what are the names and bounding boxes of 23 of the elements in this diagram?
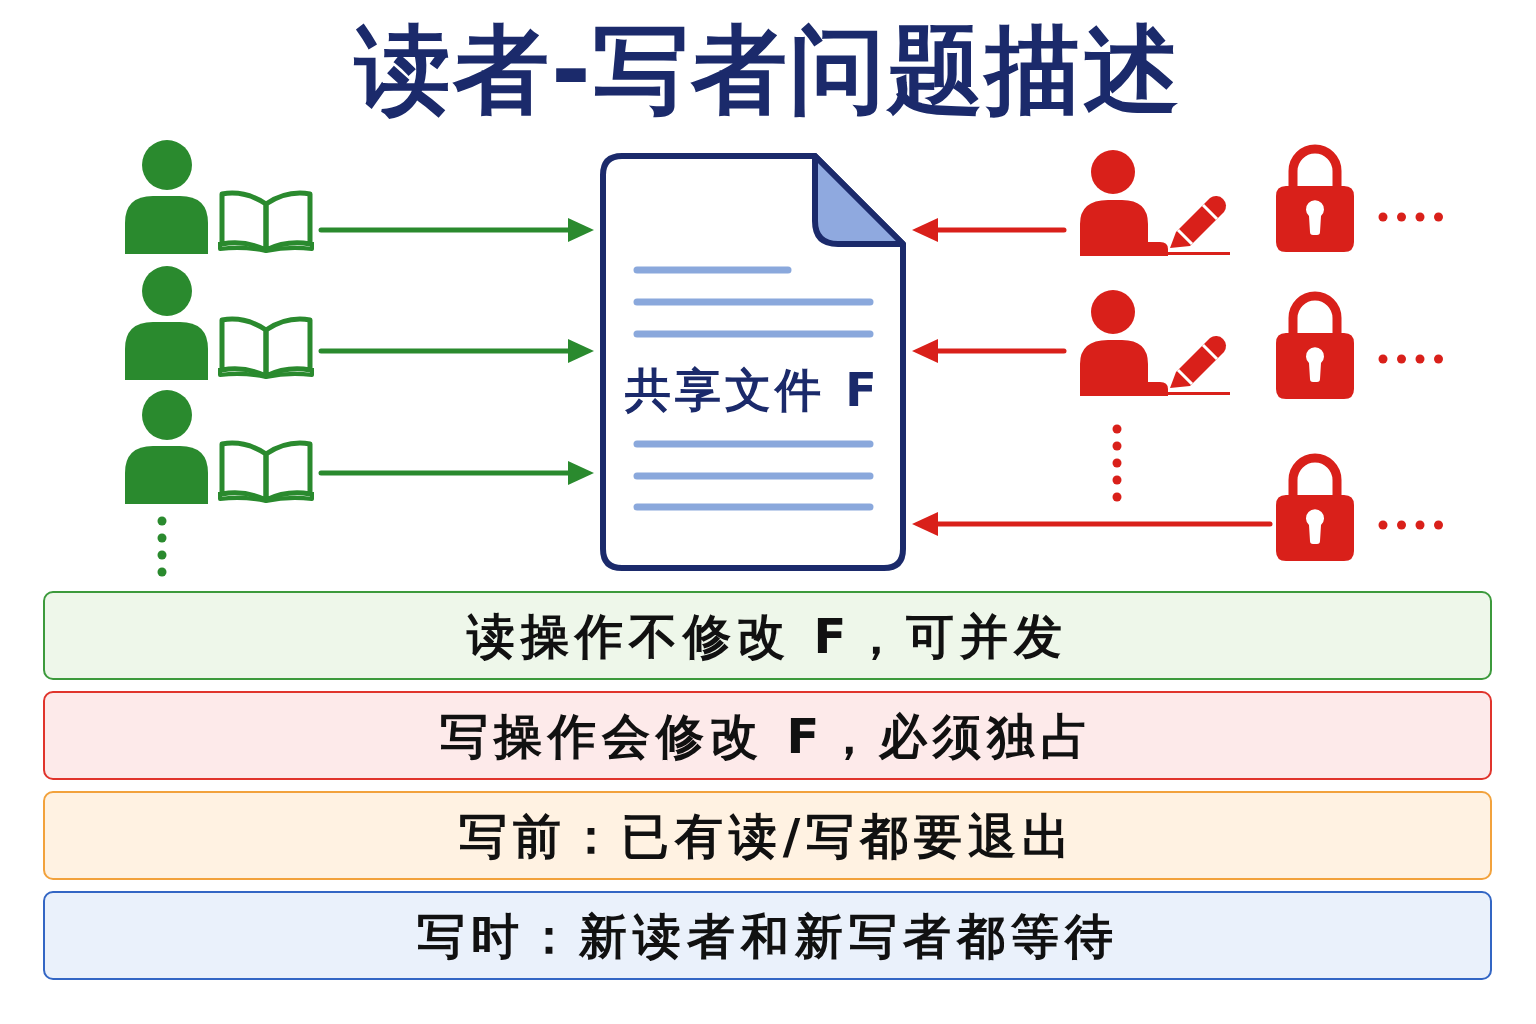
person-with-book-icon (125, 140, 315, 254)
arrow (912, 512, 1273, 536)
rule-text: 写操作会修改 F，必须独占 (439, 706, 1096, 765)
arrow (318, 461, 594, 485)
rule-text: 写前：已有读/写都要退出 (458, 806, 1077, 865)
title: 读者-写者问题描述 (355, 14, 1181, 126)
document-label: 共享文件 F (625, 362, 881, 418)
document-shape (600, 153, 906, 571)
person-with-book-icon (125, 390, 315, 504)
arrow (318, 339, 594, 363)
rule-band (43, 591, 1492, 680)
arrow (318, 218, 594, 242)
rule-text: 读操作不修改 F，可并发 (466, 606, 1069, 665)
arrow (912, 218, 1067, 242)
arrow (912, 339, 1067, 363)
rule-text: 写时：新读者和新写者都等待 (416, 906, 1119, 965)
padlock-icon (1276, 291, 1354, 399)
rule-band (43, 791, 1492, 880)
rule-band (43, 691, 1492, 780)
padlock-icon (1276, 453, 1354, 561)
padlock-icon (1276, 144, 1354, 252)
person-with-book-icon (125, 266, 315, 380)
rule-band (43, 891, 1492, 980)
